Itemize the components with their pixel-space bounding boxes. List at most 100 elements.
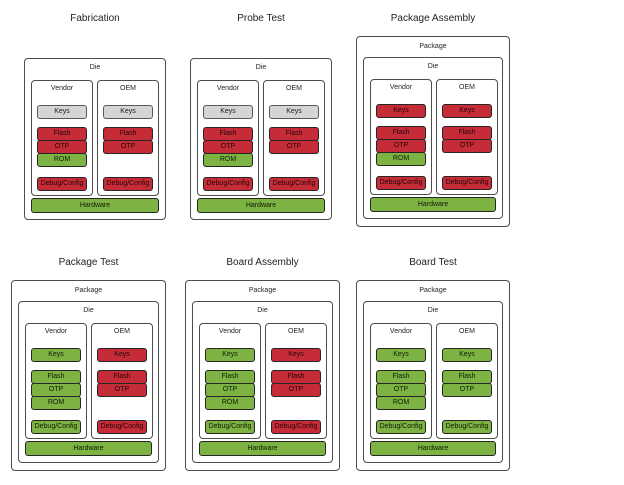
oem-box: OEM Keys Flash OTP Debug/Config <box>436 79 498 195</box>
oem-label: OEM <box>288 328 304 335</box>
panel-title: Fabrication <box>70 13 120 24</box>
vendor-keys-cell: Keys <box>203 105 253 119</box>
oem-flash-cell: Flash <box>271 370 321 384</box>
package-label: Package <box>419 287 447 294</box>
vendor-keys-cell: Keys <box>205 348 255 362</box>
die-label: Die <box>427 307 439 314</box>
oem-otp-cell: OTP <box>97 383 147 397</box>
vendor-label: Vendor <box>50 85 74 92</box>
vendor-rom-cell: ROM <box>31 396 81 410</box>
hardware-bar: Hardware <box>370 441 496 456</box>
oem-debug-cell: Debug/Config <box>271 420 321 434</box>
vendor-keys-cell: Keys <box>37 105 87 119</box>
vendor-keys-cell: Keys <box>376 104 426 118</box>
hardware-bar: Hardware <box>197 198 325 213</box>
panel-probe-test: Probe Test Die Vendor Keys Flash OTP ROM… <box>190 12 332 220</box>
oem-otp-cell: OTP <box>271 383 321 397</box>
vendor-debug-cell: Debug/Config <box>37 177 87 191</box>
package-label: Package <box>74 287 103 294</box>
panel-board-test: Board Test Package Die Vendor Keys Flash… <box>356 256 510 471</box>
die-label: Die <box>89 64 101 71</box>
oem-debug-cell: Debug/Config <box>269 177 319 191</box>
die-box: Die Vendor Keys Flash OTP ROM Debug/Conf… <box>192 301 333 463</box>
panel-title: Probe Test <box>237 13 285 24</box>
vendor-otp-cell: OTP <box>376 139 426 153</box>
vendor-rom-cell: ROM <box>205 396 255 410</box>
oem-box: OEM Keys Flash OTP Debug/Config <box>436 323 498 439</box>
panel-title: Package Test <box>58 257 119 268</box>
panel-title: Package Assembly <box>390 13 476 24</box>
oem-keys-cell: Keys <box>103 105 153 119</box>
vendor-otp-cell: OTP <box>37 140 87 154</box>
die-box: Die Vendor Keys Flash OTP ROM Debug/Conf… <box>18 301 159 463</box>
vendor-rom-cell: ROM <box>376 152 426 166</box>
vendor-otp-cell: OTP <box>376 383 426 397</box>
package-box: Package Die Vendor Keys Flash OTP ROM De… <box>185 280 340 471</box>
oem-debug-cell: Debug/Config <box>97 420 147 434</box>
vendor-otp-cell: OTP <box>205 383 255 397</box>
oem-flash-cell: Flash <box>269 127 319 141</box>
vendor-box: Vendor Keys Flash OTP ROM Debug/Config <box>31 80 93 196</box>
vendor-flash-cell: Flash <box>203 127 253 141</box>
panel-package-test: Package Test Package Die Vendor Keys Fla… <box>11 256 166 471</box>
vendor-keys-cell: Keys <box>376 348 426 362</box>
vendor-otp-cell: OTP <box>203 140 253 154</box>
die-label: Die <box>83 307 94 314</box>
oem-otp-cell: OTP <box>103 140 153 154</box>
oem-label: OEM <box>459 328 475 335</box>
die-box: Die Vendor Keys Flash OTP ROM Debug/Conf… <box>363 301 503 463</box>
oem-keys-cell: Keys <box>269 105 319 119</box>
hardware-bar: Hardware <box>25 441 152 456</box>
vendor-label: Vendor <box>389 84 413 91</box>
panel-package-assembly: Package Assembly Package Die Vendor Keys… <box>356 12 510 227</box>
oem-keys-cell: Keys <box>97 348 147 362</box>
oem-label: OEM <box>286 85 302 92</box>
oem-otp-cell: OTP <box>269 140 319 154</box>
vendor-debug-cell: Debug/Config <box>376 420 426 434</box>
package-box: Package Die Vendor Keys Flash OTP ROM De… <box>356 280 510 471</box>
vendor-flash-cell: Flash <box>205 370 255 384</box>
panel-title: Board Test <box>409 257 457 268</box>
die-box: Die Vendor Keys Flash OTP ROM Debug/Conf… <box>24 58 166 220</box>
oem-debug-cell: Debug/Config <box>442 420 492 434</box>
vendor-keys-cell: Keys <box>31 348 81 362</box>
oem-keys-cell: Keys <box>442 104 492 118</box>
panel-fabrication: Fabrication Die Vendor Keys Flash OTP RO… <box>24 12 166 220</box>
vendor-rom-cell: ROM <box>203 153 253 167</box>
oem-label: OEM <box>120 85 136 92</box>
oem-box: OEM Keys Flash OTP Debug/Config <box>97 80 159 196</box>
hardware-bar: Hardware <box>199 441 326 456</box>
oem-keys-cell: Keys <box>271 348 321 362</box>
die-box: Die Vendor Keys Flash OTP ROM Debug/Conf… <box>190 58 332 220</box>
oem-debug-cell: Debug/Config <box>103 177 153 191</box>
vendor-otp-cell: OTP <box>31 383 81 397</box>
vendor-debug-cell: Debug/Config <box>205 420 255 434</box>
vendor-flash-cell: Flash <box>376 370 426 384</box>
oem-label: OEM <box>459 84 475 91</box>
vendor-debug-cell: Debug/Config <box>203 177 253 191</box>
oem-box: OEM Keys Flash OTP Debug/Config <box>265 323 327 439</box>
vendor-label: Vendor <box>218 328 242 335</box>
vendor-rom-cell: ROM <box>37 153 87 167</box>
vendor-debug-cell: Debug/Config <box>376 176 426 190</box>
vendor-label: Vendor <box>44 328 68 335</box>
oem-box: OEM Keys Flash OTP Debug/Config <box>91 323 153 439</box>
oem-flash-cell: Flash <box>97 370 147 384</box>
vendor-box: Vendor Keys Flash OTP ROM Debug/Config <box>370 79 432 195</box>
oem-box: OEM Keys Flash OTP Debug/Config <box>263 80 325 196</box>
die-label: Die <box>257 307 268 314</box>
package-label: Package <box>248 287 277 294</box>
panel-board-assembly: Board Assembly Package Die Vendor Keys F… <box>185 256 340 471</box>
panel-title: Board Assembly <box>226 257 299 268</box>
oem-keys-cell: Keys <box>442 348 492 362</box>
vendor-box: Vendor Keys Flash OTP ROM Debug/Config <box>197 80 259 196</box>
vendor-label: Vendor <box>216 85 240 92</box>
vendor-flash-cell: Flash <box>37 127 87 141</box>
vendor-rom-cell: ROM <box>376 396 426 410</box>
vendor-label: Vendor <box>389 328 413 335</box>
die-label: Die <box>255 64 267 71</box>
die-box: Die Vendor Keys Flash OTP ROM Debug/Conf… <box>363 57 503 219</box>
oem-otp-cell: OTP <box>442 383 492 397</box>
oem-label: OEM <box>114 328 130 335</box>
